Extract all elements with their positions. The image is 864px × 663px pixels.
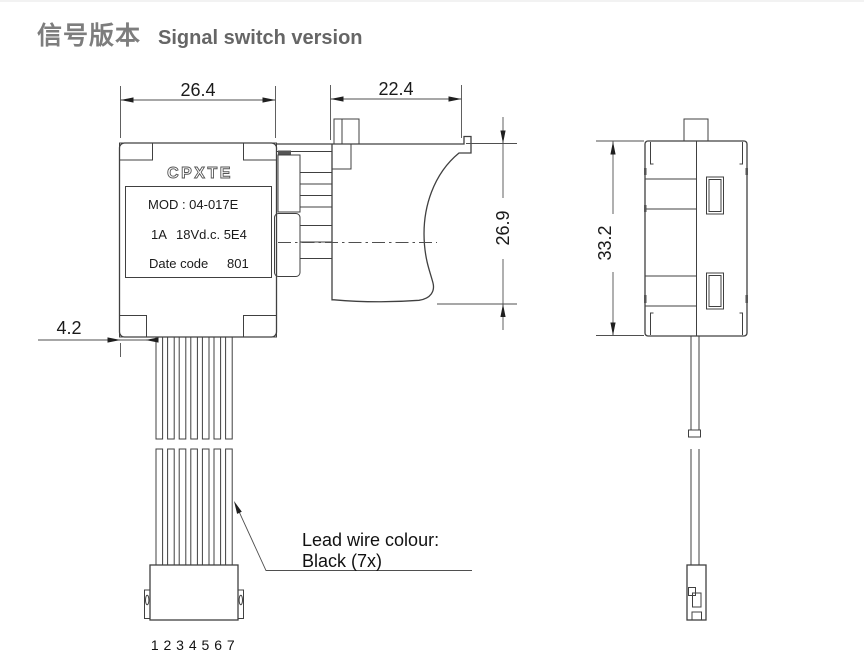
- label-date-code-text: Date code: [149, 256, 208, 271]
- connector-ear-slot-left: [145, 594, 150, 606]
- trigger-view: [274, 118, 472, 303]
- side-view: [644, 118, 748, 621]
- dim-side-height: 33.2: [595, 140, 644, 336]
- mounting-tab-bottom-right: [243, 315, 277, 338]
- wires-upper-segment: [155, 336, 233, 440]
- wire-note-leader-line: [235, 504, 472, 571]
- connector-ear-left: [144, 589, 151, 619]
- side-corner-clips: [650, 142, 743, 335]
- label-current-text: 1A: [151, 227, 167, 242]
- side-section-lines: [645, 178, 697, 307]
- dim-trigger-width: 22.4: [330, 79, 462, 140]
- trigger-pivot-notch: [332, 144, 352, 170]
- trigger-outline: [277, 135, 472, 303]
- connector-front: [144, 564, 244, 621]
- side-windows: [706, 176, 724, 310]
- dim-trigger-height-text: 26.9: [493, 210, 513, 245]
- side-wire-break-cap: [688, 429, 701, 438]
- plunger-lower-housing: [274, 213, 301, 277]
- page-title-chinese: 信号版本: [37, 22, 142, 50]
- label-rating-text: 18Vd.c. 5E4: [176, 227, 247, 242]
- dim-front-width: 26.4: [120, 80, 276, 138]
- dim-trigger-width-text: 22.4: [378, 79, 413, 99]
- dim-front-width-text: 26.4: [180, 80, 215, 100]
- side-wire: [688, 336, 701, 565]
- label-model-text: MOD : 04-017E: [148, 197, 239, 212]
- brand-logo-text: CPXTE: [167, 165, 233, 182]
- rating-label-box: [125, 186, 272, 278]
- mounting-tab-top-right: [243, 142, 277, 161]
- wires-lower-segment: [155, 448, 233, 566]
- front-view: CPXTE MOD : 04-017E 1A 18Vd.c. 5E4 Date …: [118, 142, 278, 338]
- page-title: 信号版本 Signal switch version: [37, 16, 363, 52]
- dim-wire-offset: 4.2: [38, 318, 159, 357]
- wire-bundle-front: 1 2 3 4 5 6 7: [144, 336, 244, 653]
- connector-ear-slot-right: [238, 594, 244, 606]
- dim-trigger-height: 26.9: [437, 117, 517, 330]
- side-connector: [686, 564, 707, 621]
- wire-note-arrowhead: [234, 501, 242, 514]
- trigger-top-tab: [333, 118, 360, 145]
- connector-ear-right: [237, 589, 244, 619]
- plunger-dark-seat: [278, 150, 291, 155]
- page-title-english: Signal switch version: [158, 27, 363, 49]
- plunger-ribs: [300, 172, 332, 259]
- wire-note-line2: Black (7x): [302, 551, 382, 571]
- wire-note: Lead wire colour: Black (7x): [234, 501, 472, 571]
- mounting-tab-top-left: [119, 142, 153, 161]
- side-edge-ticks: [644, 168, 748, 303]
- wire-note-line1: Lead wire colour:: [302, 530, 439, 550]
- side-top-tab: [683, 118, 709, 142]
- dim-wire-offset-text: 4.2: [56, 318, 81, 338]
- dim-side-height-text: 33.2: [595, 225, 615, 260]
- connector-body: [149, 564, 239, 621]
- plunger-upper-housing: [277, 154, 301, 213]
- front-body-outline: [118, 142, 278, 338]
- pin-numbers-text: 1 2 3 4 5 6 7: [151, 637, 235, 653]
- label-date-code-value: 801: [227, 256, 249, 271]
- mounting-tab-bottom-left: [119, 315, 147, 338]
